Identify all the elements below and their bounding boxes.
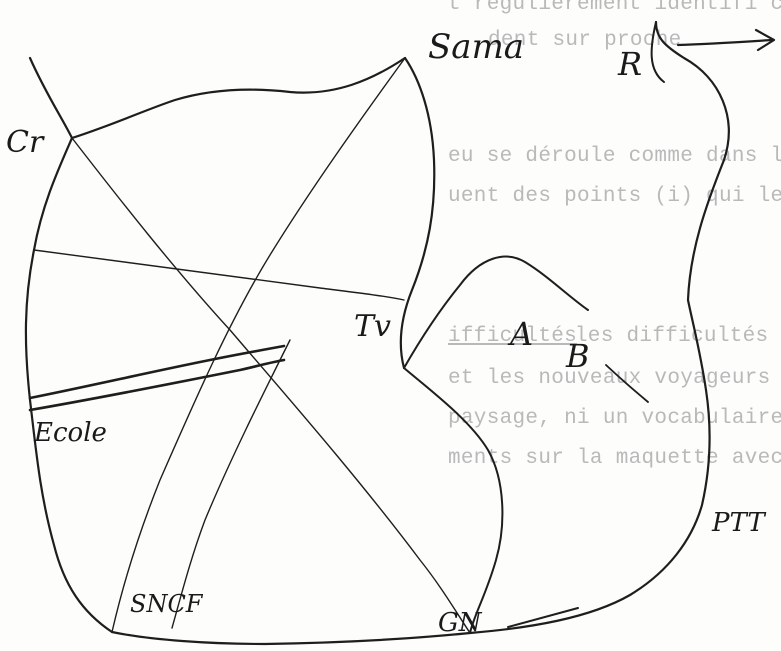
ecole-road-upper — [30, 346, 284, 398]
label-tv: Tv — [354, 312, 391, 342]
label-cr: Cr — [6, 128, 43, 158]
b-ptt-line — [606, 365, 648, 402]
centre-sncf-line — [172, 340, 290, 628]
label-a: A — [510, 318, 533, 350]
tv-gn-curve — [404, 368, 502, 633]
label-gn: GN — [438, 610, 482, 636]
ecole-road-lower — [30, 360, 284, 410]
diagonal-sama-sncf — [112, 58, 405, 632]
right-loop-line — [656, 22, 729, 390]
sama-tv-curve — [401, 58, 435, 368]
bottom-right-curve — [470, 390, 709, 633]
label-ecole: Ecole — [34, 420, 107, 446]
arrow-shaft — [678, 40, 772, 45]
label-b: B — [566, 340, 590, 372]
label-sncf: SNCF — [130, 592, 202, 616]
top-boundary-line — [72, 58, 405, 138]
horizontal-left-tv — [34, 250, 404, 300]
label-sama: Sama — [428, 30, 524, 64]
tv-a-curve — [404, 257, 588, 368]
label-ptt: PTT — [712, 510, 765, 536]
label-r: R — [618, 48, 642, 80]
bottom-boundary-line — [112, 632, 470, 644]
